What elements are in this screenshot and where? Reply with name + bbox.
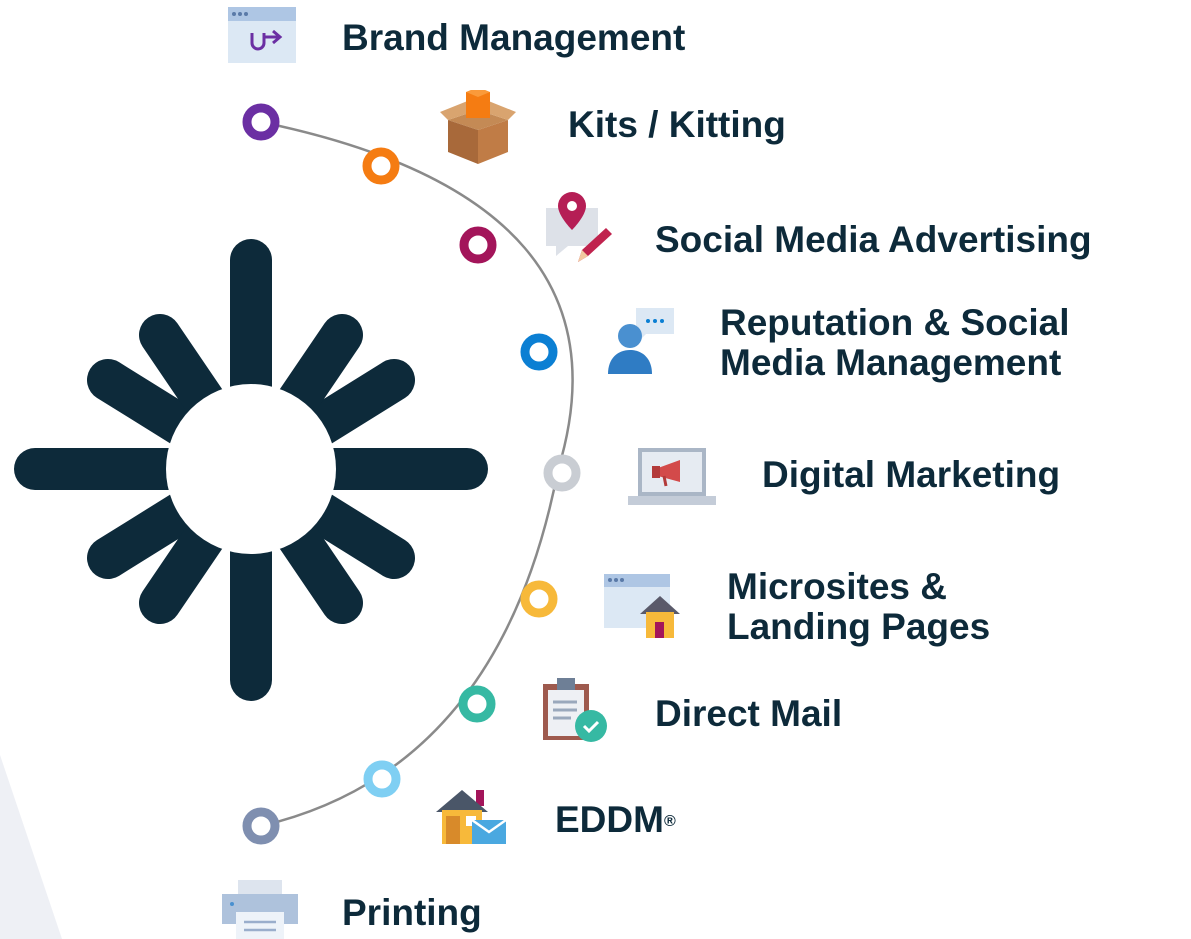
ring-extra [242,807,280,845]
label-direct-mail: Direct Mail [655,693,843,734]
ring-digital-marketing [520,333,558,371]
label-brand-management: Brand Management [342,17,686,58]
label-reputation-social-media-management: Reputation & Social Media Management [720,303,1069,383]
label-eddm-text: EDDM [555,799,664,840]
label-printing: Printing [342,892,482,933]
arc-line [260,120,574,828]
label-microsites-landing-pages: Microsites & Landing Pages [727,567,990,647]
label-social-media-advertising: Social Media Advertising [655,219,1092,260]
ring-eddm [458,685,496,723]
box-icon [440,90,516,164]
label-digital-marketing: Digital Marketing [762,454,1061,495]
registered-mark: ® [663,813,676,830]
printer-icon [222,880,298,939]
label-line-2: Landing Pages [727,606,991,647]
label-line-2: Media Management [720,342,1062,383]
ring-direct-mail [520,580,558,618]
browser-house-icon [604,574,680,638]
clipboard-check-icon [543,678,607,742]
ring-kits [242,103,280,141]
person-chat-icon [608,308,674,374]
location-pin-pencil-icon [546,192,612,262]
label-line-1: Microsites & [727,566,948,607]
ring-printing [363,760,401,798]
laptop-megaphone-icon [628,448,716,505]
house-mail-icon [436,790,507,844]
label-kits-kitting: Kits / Kitting [568,104,786,145]
label-line-1: Reputation & Social [720,302,1070,343]
ring-reputation [459,226,497,264]
ring-social-media-advertising [362,147,400,185]
ring-microsites [543,454,581,492]
label-eddm: EDDM® [555,800,676,840]
browser-redirect-icon [228,7,296,63]
